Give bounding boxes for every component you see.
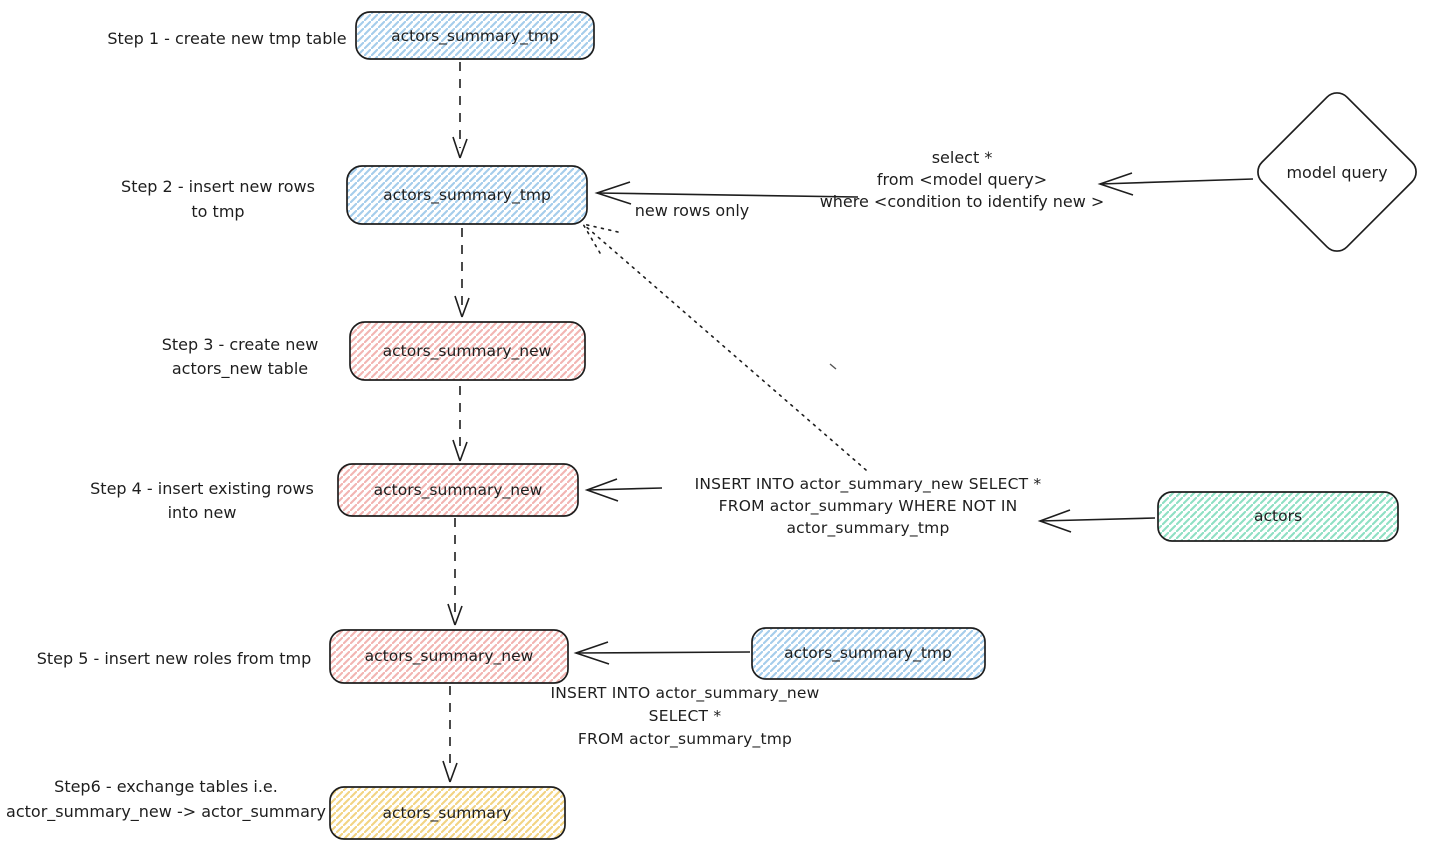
insert-step4-annotation: INSERT INTO actor_summary_new SELECT * F… <box>695 475 1042 538</box>
model-query-node: model query <box>1257 92 1417 252</box>
insert-step5-annotation: INSERT INTO actor_summary_new SELECT * F… <box>550 684 819 749</box>
step5-node: actors_summary_new <box>329 629 569 684</box>
step1-node-label: actors_summary_tmp <box>391 27 559 46</box>
arrow-step5-to-step6 <box>442 686 458 783</box>
step3-node-label: actors_summary_new <box>383 342 552 361</box>
step2-node-label: actors_summary_tmp <box>383 186 551 205</box>
step2-node: actors_summary_tmp <box>346 165 588 225</box>
insert-step5-line2: SELECT * <box>649 707 722 725</box>
arrow-dotted-insert-step4-to-step2 <box>581 222 867 471</box>
step1-node: actors_summary_tmp <box>355 11 595 60</box>
arrow-tmp-to-step5 <box>573 641 751 665</box>
insert-step4-line2: FROM actor_summary WHERE NOT IN <box>719 497 1018 516</box>
step3-label: Step 3 - create new actors_new table <box>162 335 319 379</box>
arrow-select-query-to-step2 <box>594 181 859 205</box>
step1-label-line1: Step 1 - create new tmp table <box>107 29 346 48</box>
actors-node-label: actors <box>1254 507 1302 525</box>
select-query-annotation: select * from <model query> where <condi… <box>820 148 1105 211</box>
arrow-model-query-to-select-query <box>1097 172 1254 196</box>
select-query-line3: where <condition to identify new > <box>820 192 1105 211</box>
arrow-insert-step4-to-step4 <box>584 478 663 502</box>
tmp-node-step5-label: actors_summary_tmp <box>784 644 952 663</box>
step6-label-line2: actor_summary_new -> actor_summary <box>6 802 326 822</box>
step4-node: actors_summary_new <box>337 463 579 517</box>
tmp-node-step5: actors_summary_tmp <box>751 627 986 680</box>
step4-label-line1: Step 4 - insert existing rows <box>90 479 314 498</box>
arrow-step4-to-step5 <box>447 518 463 626</box>
step5-label: Step 5 - insert new roles from tmp <box>37 649 312 668</box>
arrow-step1-to-step2 <box>452 62 468 159</box>
step6-label-line1: Step6 - exchange tables i.e. <box>54 777 278 796</box>
actors-node: actors <box>1157 491 1399 542</box>
step2-label-line1: Step 2 - insert new rows <box>121 177 315 196</box>
step4-label: Step 4 - insert existing rows into new <box>90 479 314 522</box>
select-query-line2: from <model query> <box>877 170 1047 189</box>
insert-step5-line3: FROM actor_summary_tmp <box>578 730 792 749</box>
step6-node-label: actors_summary <box>383 804 512 823</box>
stray-pen-mark <box>829 363 837 370</box>
insert-step5-line1: INSERT INTO actor_summary_new <box>550 684 819 703</box>
arrow-step3-to-step4 <box>452 386 468 462</box>
step4-label-line2: into new <box>168 503 237 522</box>
insert-step4-line1: INSERT INTO actor_summary_new SELECT * <box>695 475 1042 494</box>
step6-node: actors_summary <box>329 786 566 840</box>
insert-step4-line3: actor_summary_tmp <box>786 519 949 538</box>
step3-label-line2: actors_new table <box>172 359 308 379</box>
step2-label: Step 2 - insert new rows to tmp <box>121 177 315 221</box>
arrow-actors-to-insert-step4 <box>1037 509 1156 533</box>
step5-label-line1: Step 5 - insert new roles from tmp <box>37 649 312 668</box>
step1-label: Step 1 - create new tmp table <box>107 29 346 48</box>
step4-node-label: actors_summary_new <box>374 481 543 500</box>
arrow-step2-to-step3 <box>454 228 470 318</box>
model-query-label: model query <box>1286 163 1387 182</box>
step3-node: actors_summary_new <box>349 321 586 381</box>
step2-label-line2: to tmp <box>191 202 244 221</box>
select-query-line1: select * <box>932 148 993 167</box>
step5-node-label: actors_summary_new <box>365 647 534 666</box>
step3-label-line1: Step 3 - create new <box>162 335 319 354</box>
step6-label: Step6 - exchange tables i.e. actor_summa… <box>6 777 326 822</box>
new-rows-only-label: new rows only <box>635 201 750 220</box>
